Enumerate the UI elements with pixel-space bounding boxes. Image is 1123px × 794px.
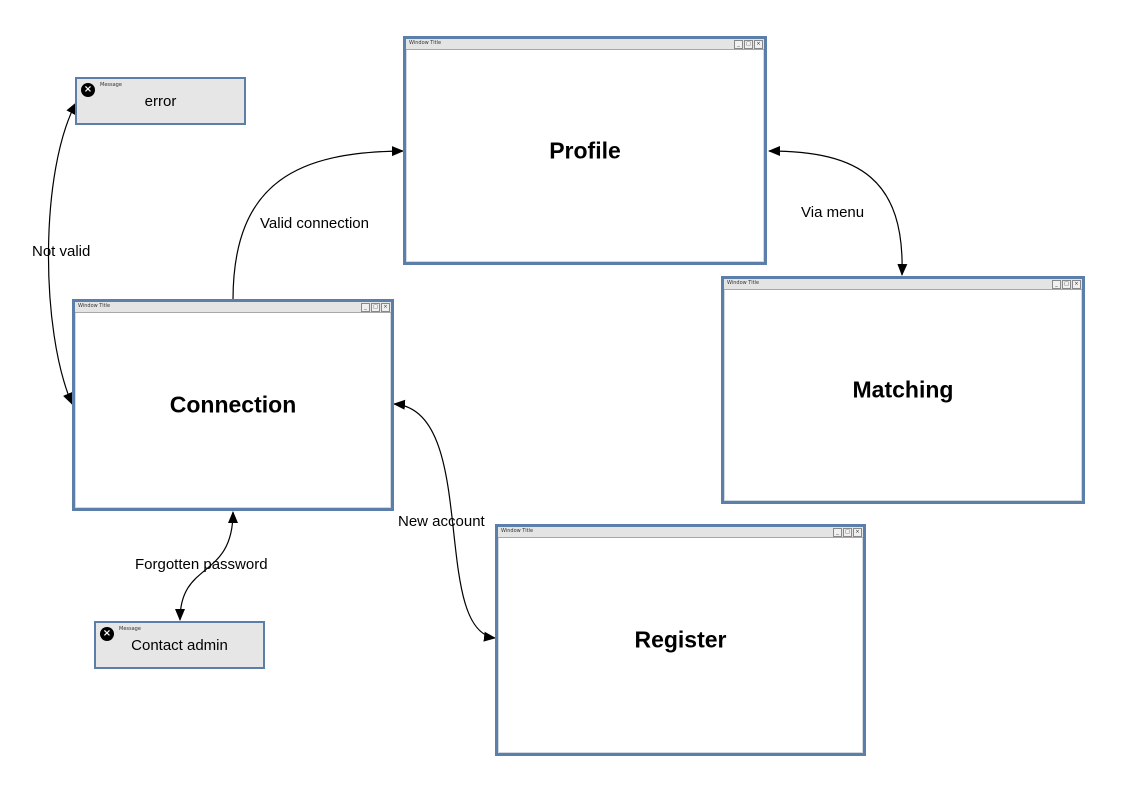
window-title: Window Title [409,40,442,46]
register-window: Window Title _ □ × Register [495,524,866,756]
matching-window: Window Title _ □ × Matching [721,276,1085,504]
window-controls: _ □ × [733,40,763,49]
message-text: Contact admin [131,637,228,654]
edge-label-forgotten-password: Forgotten password [135,556,268,573]
profile-window: Window Title _ □ × Profile [403,36,767,265]
minimize-button[interactable]: _ [361,303,370,312]
message-title: Message [100,82,122,88]
close-button[interactable]: × [381,303,390,312]
minimize-button[interactable]: _ [833,528,842,537]
contact-admin-message-box: × Message Contact admin [94,621,265,669]
edge-label-via-menu: Via menu [801,204,865,221]
window-title: Window Title [501,528,534,534]
window-controls: _ □ × [1051,280,1081,289]
close-button[interactable]: × [1072,280,1081,289]
edge-new-account [393,399,496,642]
maximize-button[interactable]: □ [1062,280,1071,289]
window-titlebar: Window Title _ □ × [406,39,764,50]
edge-label-valid-connection: Valid connection [260,215,369,232]
window-titlebar: Window Title _ □ × [498,527,863,538]
window-title: Window Title [78,303,111,309]
edge-label-not-valid: Not valid [32,243,91,260]
close-button[interactable]: × [853,528,862,537]
close-circle-icon: × [100,627,114,641]
window-titlebar: Window Title _ □ × [75,302,391,313]
error-message-box: × Message error [75,77,246,125]
edge-via-menu [768,146,908,276]
message-title: Message [119,626,141,632]
connection-window: Window Title _ □ × Connection [72,299,394,511]
minimize-button[interactable]: _ [1052,280,1061,289]
window-label: Register [634,626,727,653]
maximize-button[interactable]: □ [843,528,852,537]
window-label: Profile [549,137,621,163]
minimize-button[interactable]: _ [734,40,743,49]
edge-forgotten-password [175,511,238,621]
close-button[interactable]: × [754,40,763,49]
window-titlebar: Window Title _ □ × [724,279,1082,290]
edge-not-valid [47,102,77,405]
window-controls: _ □ × [832,528,862,537]
window-controls: _ □ × [360,303,390,312]
maximize-button[interactable]: □ [371,303,380,312]
message-text: error [144,93,177,110]
window-label: Matching [852,376,954,403]
edge-label-new-account: New account [398,513,485,530]
maximize-button[interactable]: □ [744,40,753,49]
edge-valid-connection [232,146,404,301]
window-label: Connection [169,391,297,418]
close-circle-icon: × [81,83,95,97]
window-title: Window Title [727,280,760,286]
